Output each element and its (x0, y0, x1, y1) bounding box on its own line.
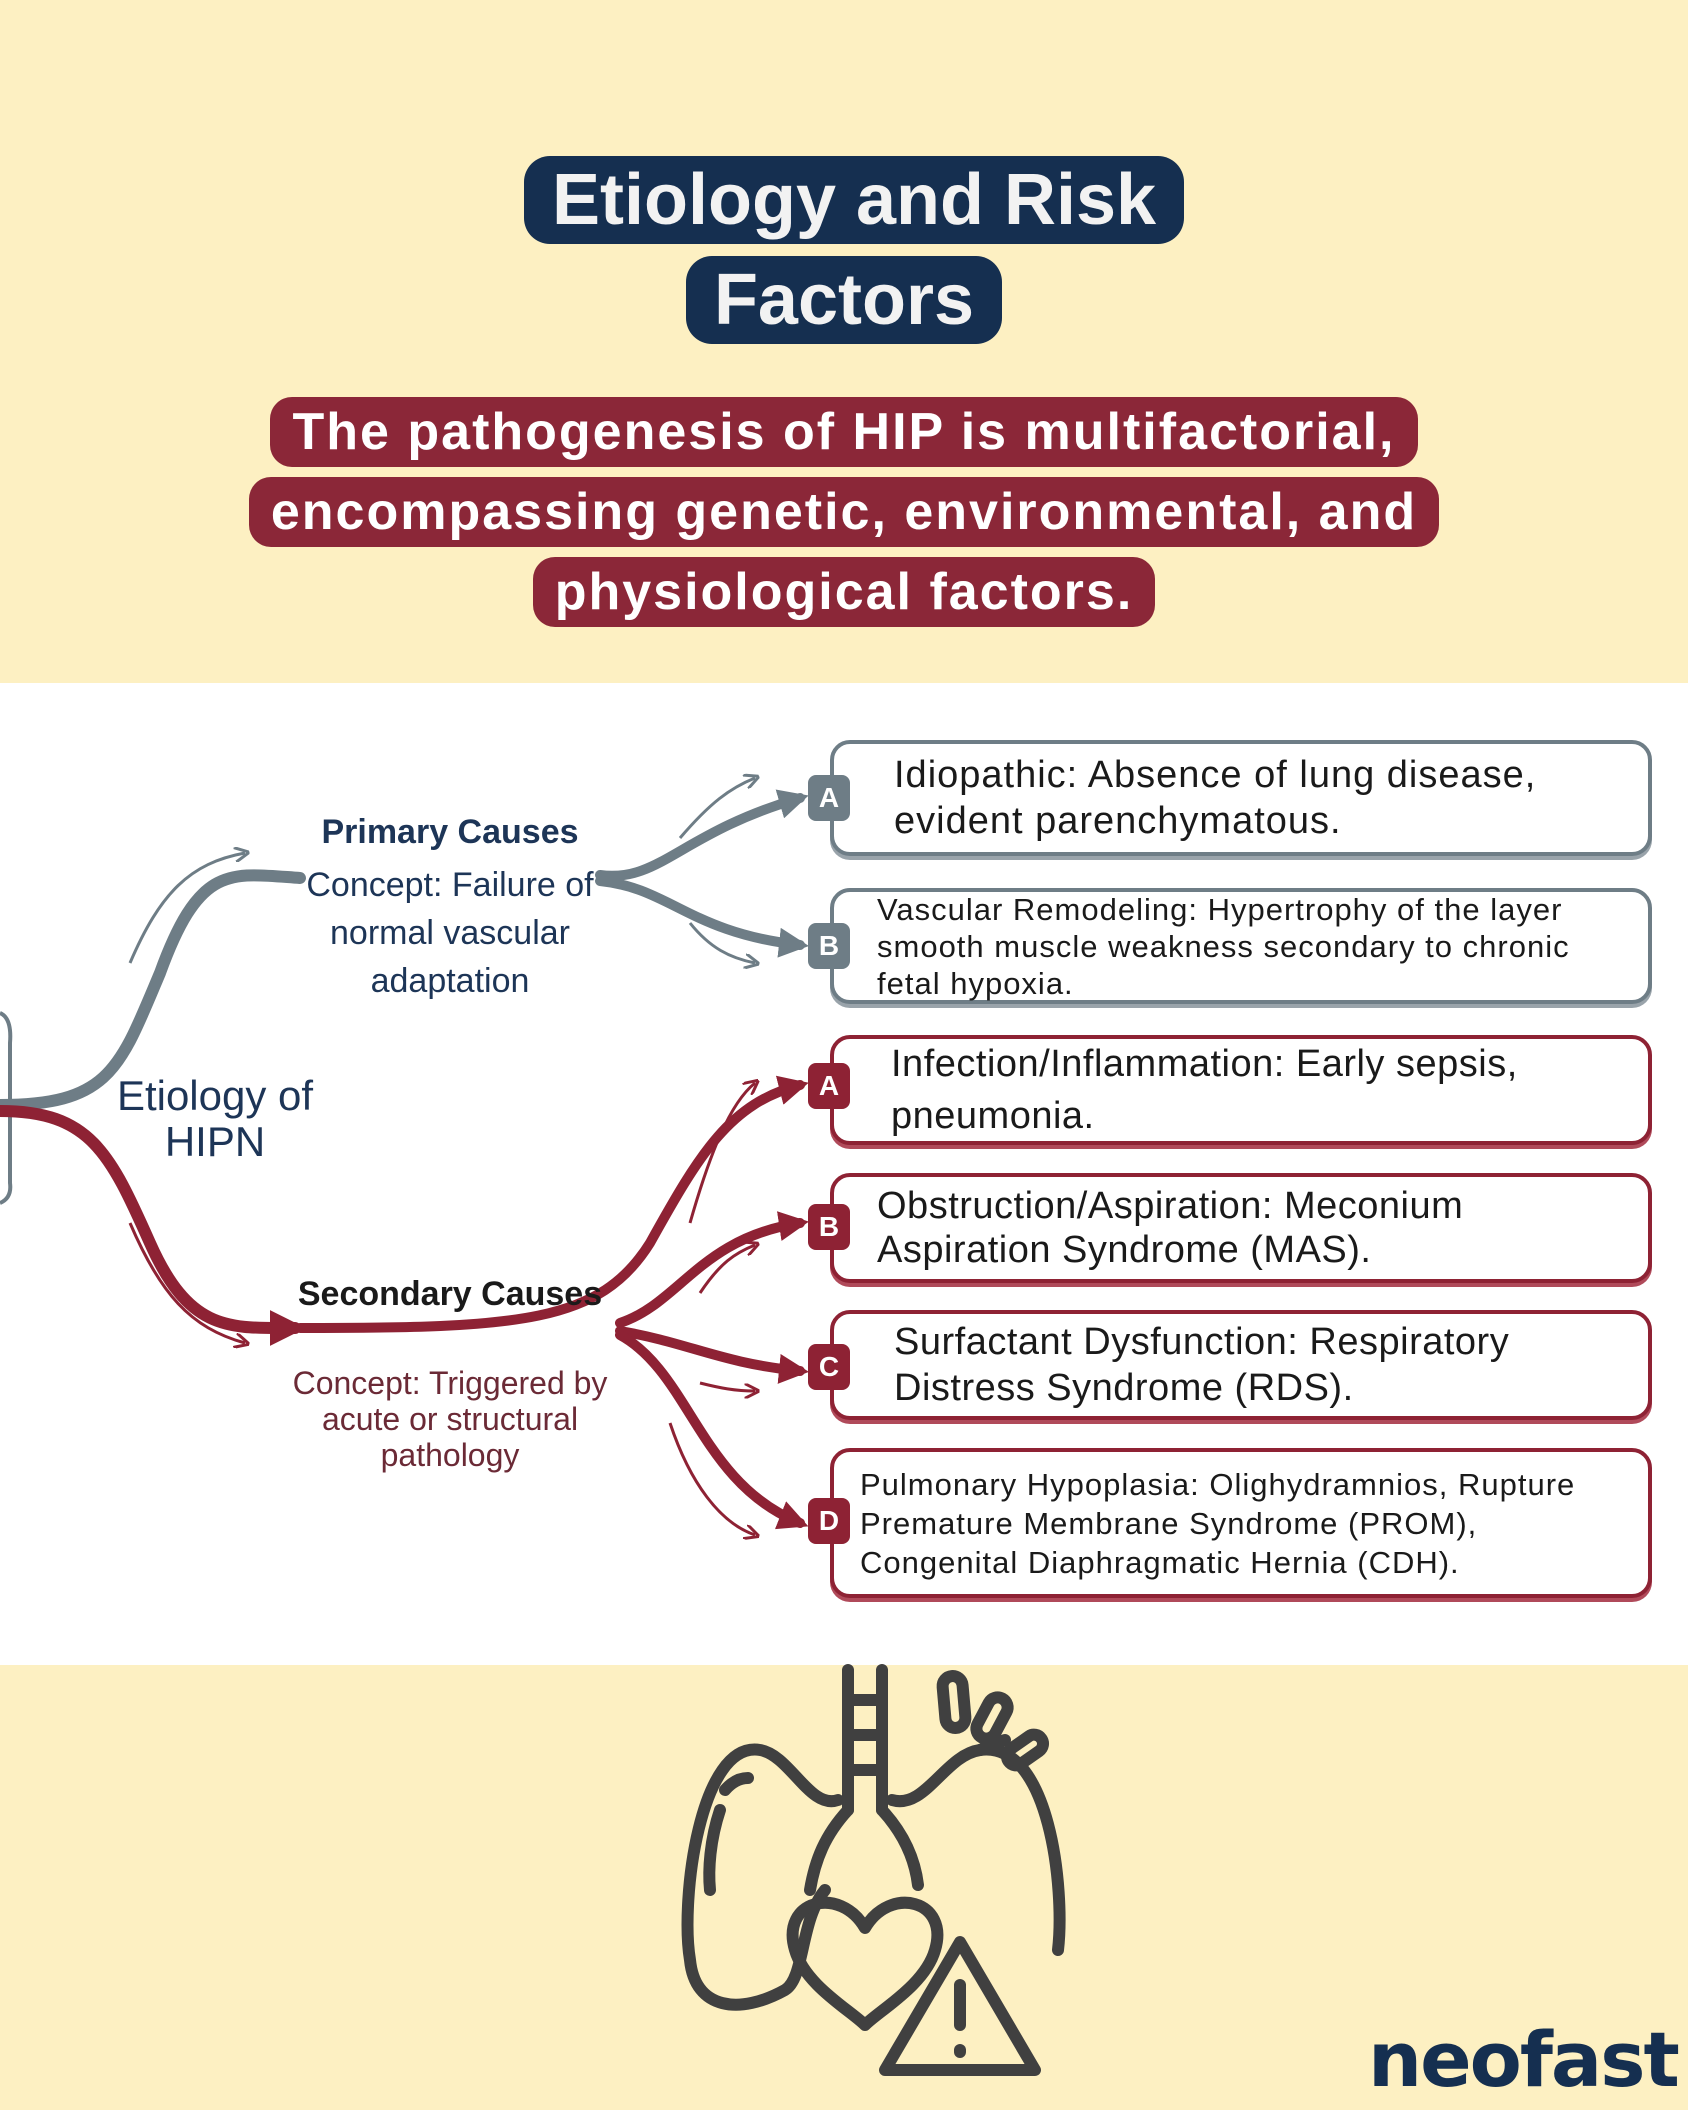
secondary-branch-a (295, 1075, 809, 1333)
etiology-diagram: Primary Causes Concept: Failure of norma… (0, 683, 1688, 1665)
secondary-item-c-text: Surfactant Dysfunction: Respiratory Dist… (894, 1321, 1510, 1409)
secondary-branch-b (615, 1211, 809, 1328)
secondary-concept: Concept: Triggered by acute or structura… (292, 1365, 608, 1473)
primary-trunk (0, 869, 306, 1111)
secondary-badge-d: D (808, 1498, 850, 1544)
primary-item-a-text: Idiopathic: Absence of lung disease, evi… (894, 754, 1537, 842)
primary-item-b: Vascular Remodeling: Hypertrophy of the … (830, 888, 1652, 1004)
secondary-badge-a: A (808, 1063, 850, 1109)
center-label: Etiology of HIPN (116, 1072, 314, 1165)
primary-badge-b: B (808, 923, 850, 969)
secondary-item-a: Infection/Inflammation: Early sepsis, pn… (830, 1035, 1652, 1145)
primary-concept: Concept: Failure of normal vascular adap… (306, 866, 594, 1000)
secondary-item-c: Surfactant Dysfunction: Respiratory Dist… (830, 1310, 1652, 1420)
secondary-item-d-text: Pulmonary Hypoplasia: Olighydramnios, Ru… (860, 1466, 1576, 1580)
secondary-badge-b: B (808, 1204, 850, 1250)
primary-item-b-text: Vascular Remodeling: Hypertrophy of the … (877, 891, 1570, 1001)
secondary-item-b: Obstruction/Aspiration: Meconium Aspirat… (830, 1173, 1652, 1283)
brand-logo: neofast (1368, 2015, 1680, 2104)
page-title: Etiology and Risk Factors (524, 156, 1185, 344)
primary-branch-a (595, 789, 809, 881)
page-subtitle: The pathogenesis of HIP is multifactoria… (248, 397, 1440, 627)
title-block: Etiology and Risk Factors (0, 150, 1688, 350)
secondary-item-a-text: Infection/Inflammation: Early sepsis, pn… (891, 1043, 1518, 1137)
secondary-trunk (0, 1105, 306, 1347)
secondary-item-d: Pulmonary Hypoplasia: Olighydramnios, Ru… (830, 1448, 1652, 1598)
secondary-badge-c: C (808, 1344, 850, 1390)
secondary-branch-d (615, 1330, 809, 1530)
subtitle-block: The pathogenesis of HIP is multifactoria… (0, 392, 1688, 632)
lungs-heart-warning-icon (681, 1664, 1066, 2076)
secondary-branch-c (615, 1326, 809, 1384)
primary-branch-b (595, 876, 809, 958)
secondary-causes-title: Secondary Causes (297, 1275, 603, 1313)
primary-badge-a: A (808, 775, 850, 821)
primary-item-a: Idiopathic: Absence of lung disease, evi… (830, 740, 1652, 856)
secondary-item-b-text: Obstruction/Aspiration: Meconium Aspirat… (877, 1185, 1464, 1271)
primary-causes-title: Primary Causes (321, 813, 579, 851)
branch-connectors (0, 683, 809, 1665)
